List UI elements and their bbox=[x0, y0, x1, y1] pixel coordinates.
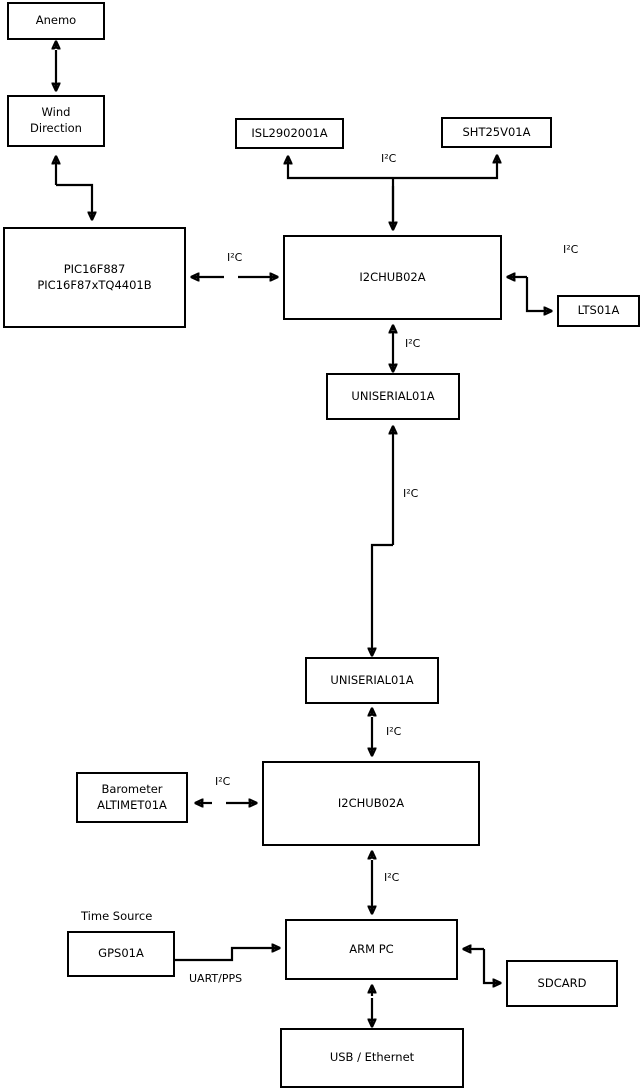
edge-label-uart-pps: UART/PPS bbox=[189, 972, 243, 985]
node-lts01a[interactable]: LTS01A bbox=[557, 295, 640, 327]
edge-label-i2c-barometer-hub: I²C bbox=[215, 775, 231, 788]
label-time-source: Time Source bbox=[81, 909, 153, 923]
edge-label-i2c-hub-armpc: I²C bbox=[384, 871, 400, 884]
node-uniserial01a-top[interactable]: UNISERIAL01A bbox=[326, 373, 460, 420]
edge-label-i2c-uniserial-hub: I²C bbox=[386, 725, 402, 738]
node-usb-ethernet[interactable]: USB / Ethernet bbox=[280, 1028, 464, 1088]
edge-label-i2c-top-branch: I²C bbox=[381, 152, 397, 165]
node-pic-mcu[interactable]: PIC16F887 PIC16F87xTQ4401B bbox=[3, 227, 186, 328]
edge-label-i2c-hub-lts: I²C bbox=[563, 243, 579, 256]
node-sht25v01a[interactable]: SHT25V01A bbox=[441, 117, 552, 148]
node-sdcard[interactable]: SDCARD bbox=[506, 960, 618, 1007]
edge-label-i2c-uniserial-link: I²C bbox=[403, 487, 419, 500]
node-wind-direction[interactable]: Wind Direction bbox=[7, 95, 105, 147]
node-uniserial01a-bottom[interactable]: UNISERIAL01A bbox=[305, 657, 439, 704]
node-i2chub02a-bottom[interactable]: I2CHUB02A bbox=[262, 761, 480, 846]
node-anemo[interactable]: Anemo bbox=[7, 2, 105, 40]
node-barometer-altimet01a[interactable]: Barometer ALTIMET01A bbox=[76, 772, 188, 823]
node-gps01a[interactable]: GPS01A bbox=[67, 931, 175, 977]
node-i2chub02a-top[interactable]: I2CHUB02A bbox=[283, 235, 502, 320]
edge-label-i2c-hub-uniserial: I²C bbox=[405, 337, 421, 350]
node-isl2902001a[interactable]: ISL2902001A bbox=[235, 118, 344, 149]
edge-label-i2c-pic-hub: I²C bbox=[227, 251, 243, 264]
node-arm-pc[interactable]: ARM PC bbox=[285, 919, 458, 980]
